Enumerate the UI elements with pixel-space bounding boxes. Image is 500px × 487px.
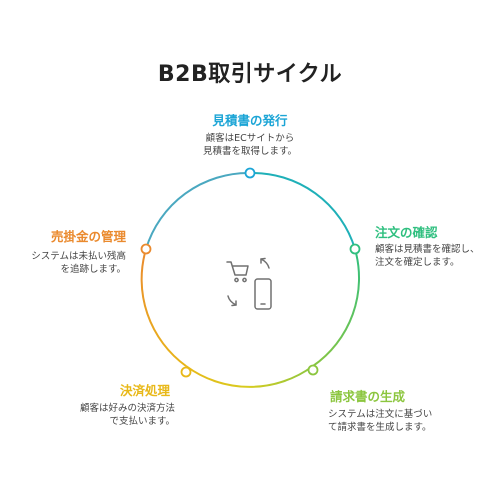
stage-2-description: 顧客は見積書を確認し、 注文を確定します。 xyxy=(375,243,480,269)
shopping-cart-icon xyxy=(226,261,249,283)
stage-1-description: 顧客はECサイトから 見積書を取得します。 xyxy=(170,132,330,158)
stage-5-desc-line-1: システムは未払い残高 xyxy=(31,251,126,262)
stage-3-desc-line-2: て請求書を生成します。 xyxy=(328,422,432,433)
stage-4-desc-line-1: 顧客は好みの決済方法 xyxy=(79,403,175,414)
stage-5-desc-line-2: を追跡します。 xyxy=(60,264,126,275)
stage-node-1 xyxy=(244,167,256,179)
refresh-arrows-icon xyxy=(227,257,270,307)
stage-3-desc-line-1: システムは注文に基づい xyxy=(328,409,433,420)
stage-4-desc-line-2: で支払います。 xyxy=(109,416,175,427)
stage-1-desc-line-2: 見積書を取得します。 xyxy=(202,146,298,157)
cycle-arc-2 xyxy=(312,248,360,367)
cycle-arc-3 xyxy=(185,365,314,388)
stage-node-4 xyxy=(180,366,192,378)
cycle-arc-1 xyxy=(249,171,356,250)
stage-node-2 xyxy=(349,243,361,255)
stage-5-description: システムは未払い残高 を追跡します。 xyxy=(10,250,126,276)
stage-2-desc-line-1: 顧客は見積書を確認し、 xyxy=(375,244,480,255)
smartphone-icon xyxy=(254,278,272,310)
stage-4-description: 顧客は好みの決済方法 で支払います。 xyxy=(30,402,175,428)
cycle-arc-4 xyxy=(140,248,187,367)
page-title: B2B取引サイクル xyxy=(157,62,343,87)
stage-node-5 xyxy=(140,243,152,255)
stage-node-3 xyxy=(307,364,319,376)
stage-3-description: システムは注文に基づい て請求書を生成します。 xyxy=(328,408,432,434)
stage-1-desc-line-1: 顧客はECサイトから xyxy=(205,133,295,144)
stage-1-title: 見積書の発行 xyxy=(212,113,288,128)
stage-5-title: 売掛金の管理 xyxy=(50,229,126,244)
stage-4-title: 決済処理 xyxy=(119,383,170,398)
stage-2-title: 注文の確認 xyxy=(375,225,438,240)
stage-2-desc-line-2: 注文を確定します。 xyxy=(375,257,460,268)
cycle-arc-5 xyxy=(145,171,251,250)
stage-3-title: 請求書の生成 xyxy=(330,389,406,404)
